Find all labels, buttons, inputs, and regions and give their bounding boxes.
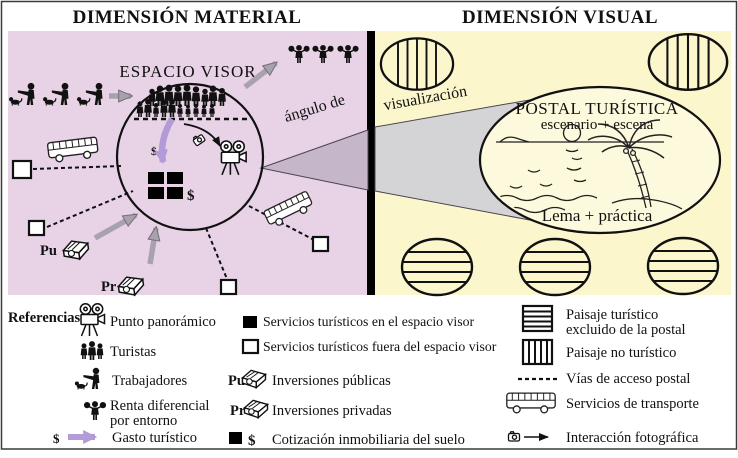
legend-paisaje-excluido-2: excluido de la postal (566, 322, 686, 338)
espacio-visor-circle (115, 82, 265, 232)
legend-inv-privadas: Inversiones privadas (272, 403, 392, 419)
legend-paisaje-no: Paisaje no turístico (566, 345, 676, 361)
tourists-icon (80, 341, 104, 360)
pu-arrow (93, 212, 136, 241)
black-square-icon (148, 172, 183, 199)
dollar-icon: $ (248, 433, 256, 449)
v-striped-ellipse-icon (379, 37, 455, 91)
circle-to-renta-arrow (243, 60, 276, 90)
postal-title: POSTAL TURÍSTICA (516, 99, 679, 118)
legend-gasto: Gasto turístico (112, 430, 197, 446)
legend-trabajadores: Trabajadores (112, 373, 188, 389)
legend-cotizacion: Cotización inmobiliaria del suelo (272, 432, 465, 448)
panel-divider (367, 31, 375, 295)
dashed-line-icon (32, 165, 122, 170)
renta-icon (83, 400, 107, 421)
white-square-icon (219, 278, 238, 296)
viewing-cone-material (259, 129, 369, 191)
pu-label: Pu (40, 243, 57, 259)
v-striped-rect-icon (521, 338, 554, 366)
dollar-icon: $ (187, 188, 195, 204)
interaccion-arrow (183, 123, 221, 147)
h-striped-rect-icon (521, 304, 554, 333)
beach-scene (496, 119, 683, 214)
legend-vias: Vías de acceso postal (566, 371, 690, 387)
legend-serv-fuera: Servicios turísticos fuera del espacio v… (263, 339, 497, 354)
h-striped-ellipse-icon (646, 236, 720, 296)
legend-interaccion: Interacción fotográfica (566, 430, 699, 446)
gasto-turistico-arrow (153, 117, 175, 165)
legend-pu-label: Pu (228, 373, 245, 389)
white-square-icon (27, 219, 46, 237)
legend-heading: Referencias: (8, 310, 85, 326)
legend-serv-en: Servicios turísticos en el espacio visor (263, 314, 475, 329)
dollar-icon: $ (151, 145, 157, 158)
legend-paisaje-excluido-1: Paisaje turístico (566, 307, 658, 323)
h-striped-ellipse-icon (400, 237, 474, 297)
material-title: DIMENSIÓN MATERIAL (73, 6, 302, 28)
bus-icon (506, 392, 556, 414)
black-square-icon (243, 316, 257, 328)
money-icon (243, 399, 269, 419)
dashed-line-icon (46, 190, 134, 228)
white-square-icon (11, 159, 33, 180)
white-square-icon (311, 235, 330, 253)
pr-label: Pr (101, 279, 117, 295)
postal-footer: Lema + práctica (542, 206, 653, 225)
black-square-icon (229, 432, 242, 444)
dashed-line-icon (205, 227, 228, 280)
visual-title: DIMENSIÓN VISUAL (462, 6, 658, 28)
movie-camera-icon (79, 303, 106, 337)
legend-pr-label: Pr (230, 403, 246, 419)
legend-turistas: Turistas (110, 344, 157, 360)
postal-subtitle: escenario + escena (541, 117, 654, 133)
legend-inv-publicas: Inversiones públicas (272, 373, 391, 389)
money-icon (241, 369, 267, 389)
espacio-visor-label: ESPACIO VISOR (119, 62, 256, 81)
h-striped-ellipse-icon (518, 237, 592, 297)
dollar-icon: $ (53, 431, 60, 446)
mini-camera-icon (507, 431, 521, 442)
legend-renta-line1: Renta diferencial (110, 398, 209, 414)
worker-icon (74, 367, 100, 391)
white-square-icon (241, 338, 260, 355)
pr-arrow (147, 228, 156, 265)
legend-transporte: Servicios de transporte (566, 396, 699, 412)
v-striped-ellipse-icon (647, 32, 729, 92)
legend-renta-line2: por entorno (110, 413, 177, 429)
legend-punto-panoramico: Punto panorámico (110, 314, 216, 330)
